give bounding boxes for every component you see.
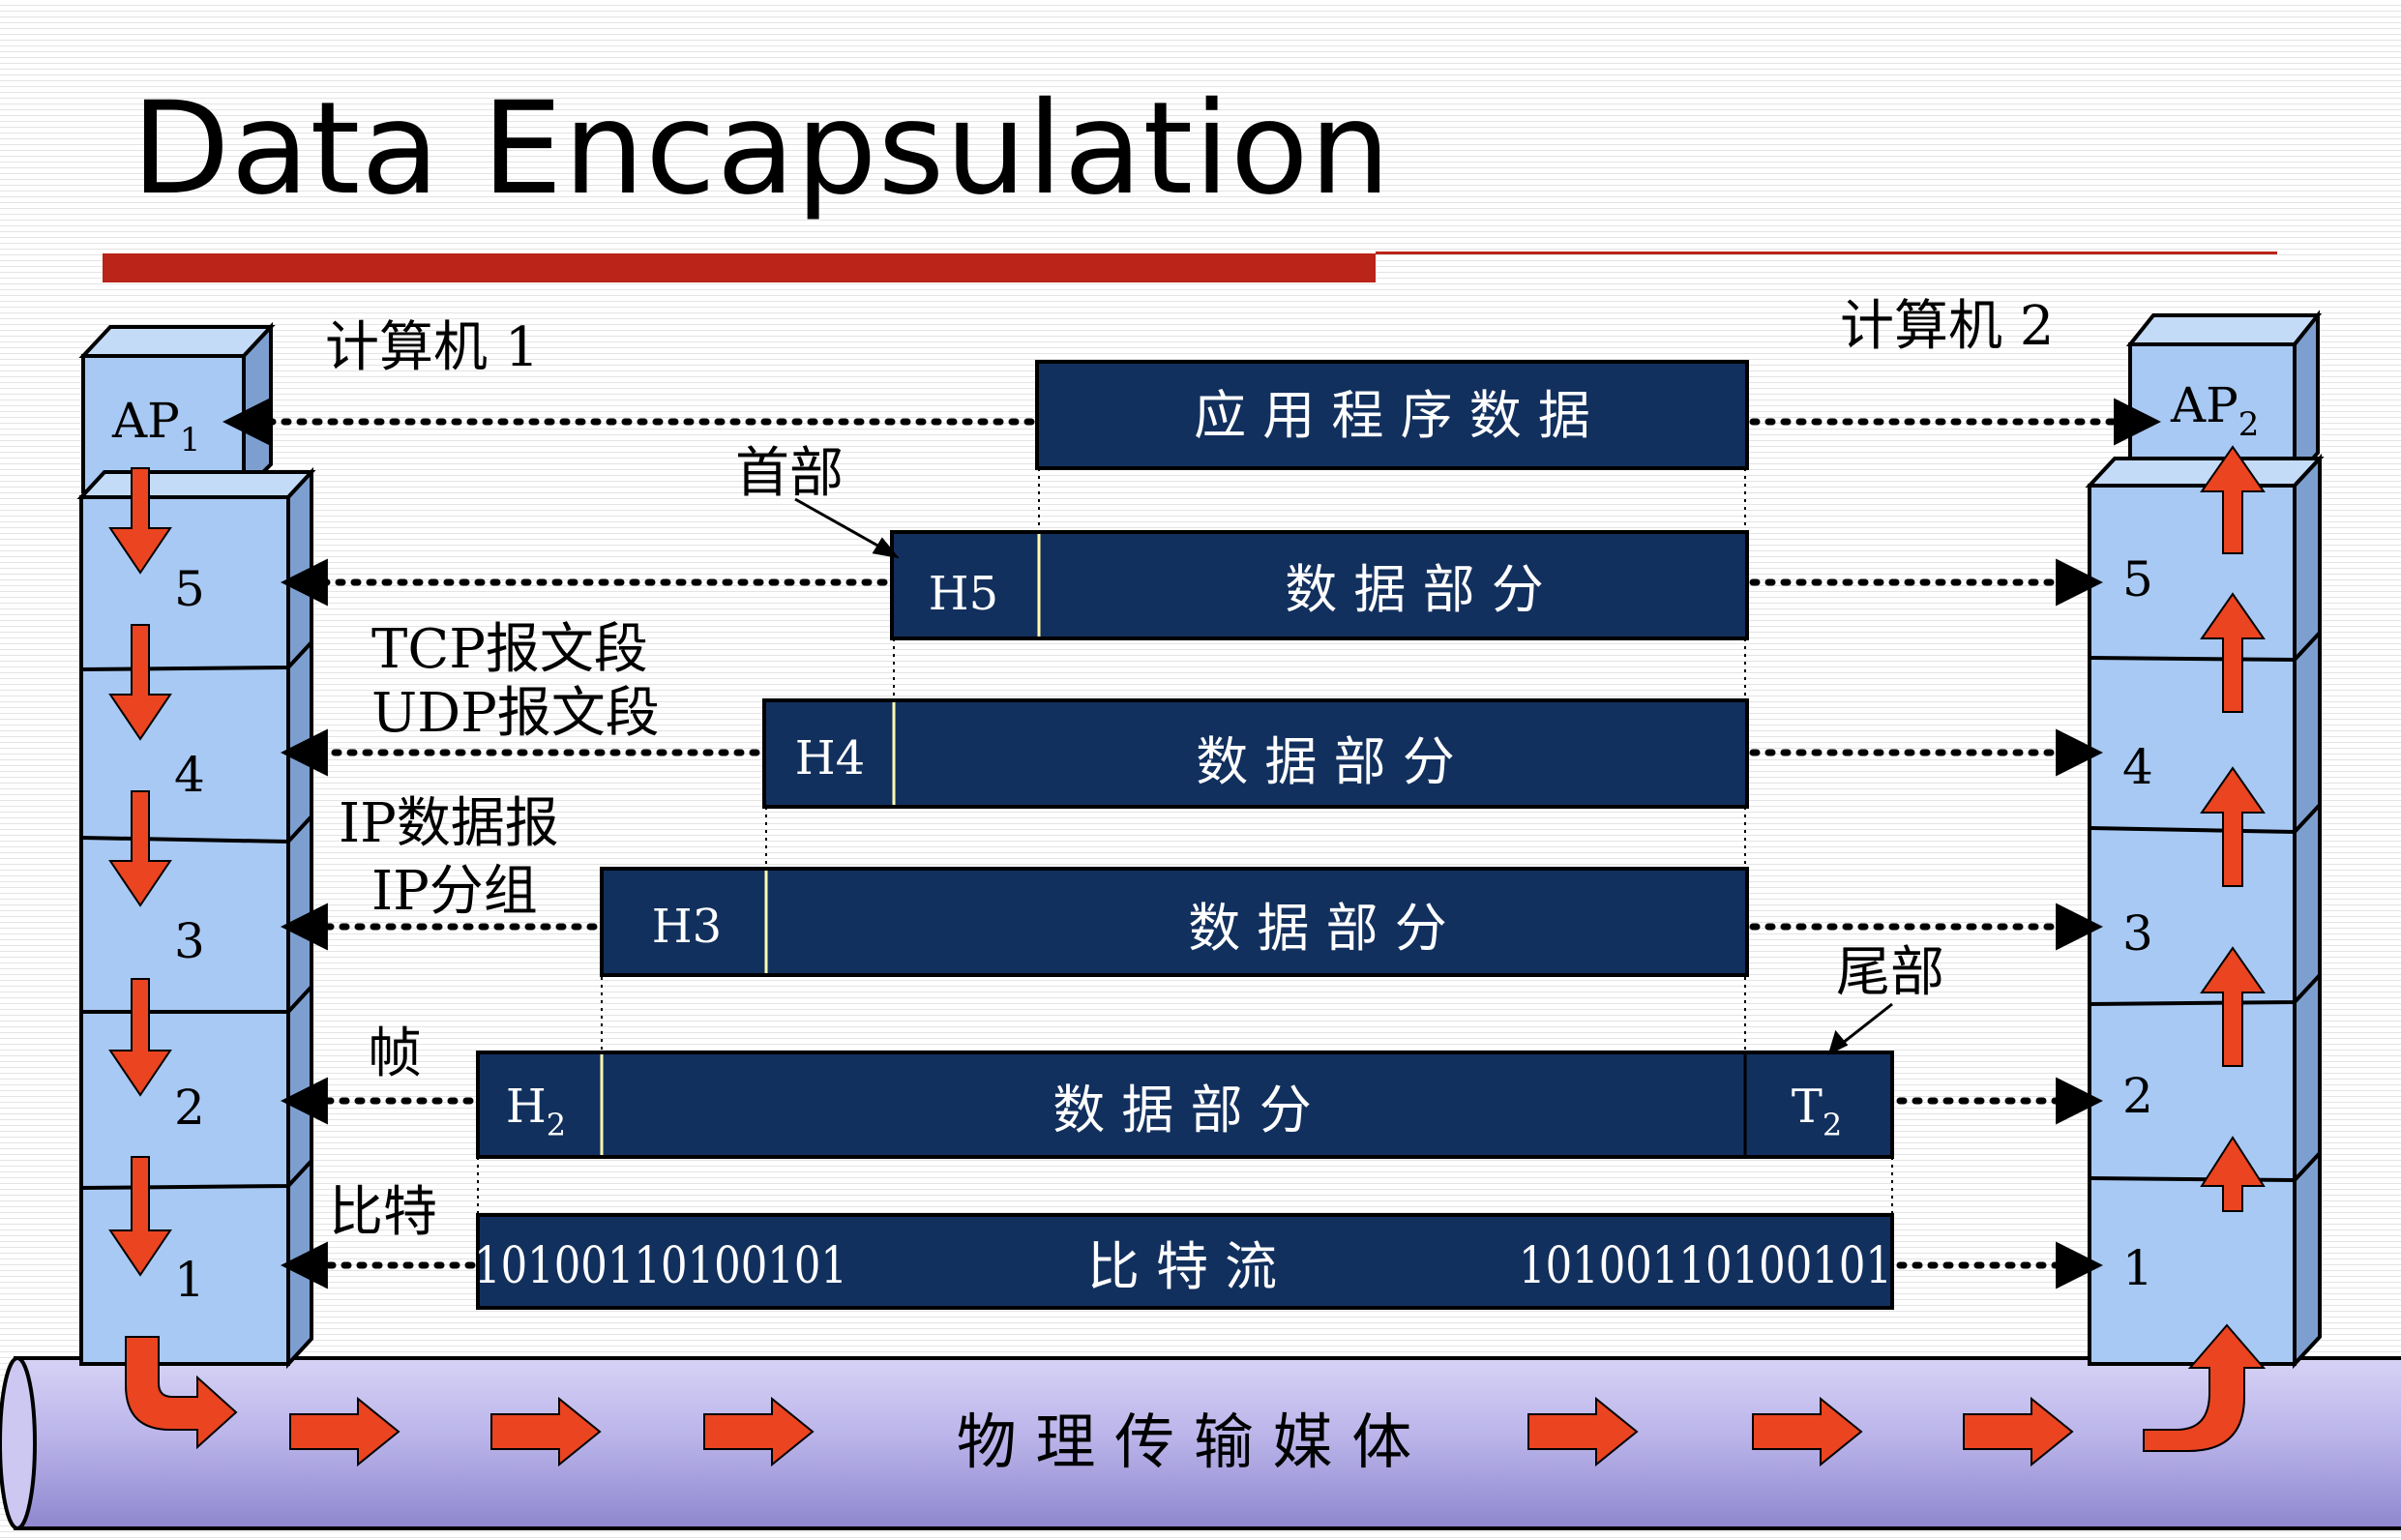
curved-arrow-icon [2143,1323,2267,1452]
up-arrow-icon [2200,445,2266,554]
app-data-label: 应 用 程 序 数 据 [1194,385,1590,446]
tcp-segment-label: TCP报文段 [371,618,648,681]
right-arrow-icon [289,1396,400,1467]
page-title: Data Encapsulation [132,74,1392,223]
medium-label: 物 理 传 输 媒 体 [957,1407,1412,1477]
title-rule [103,253,1376,282]
label-pointers [794,497,1893,1055]
bit-label: 比特 [329,1181,437,1244]
right-arrow-icon [490,1396,602,1467]
left-layer-4: 4 [174,747,205,803]
bits-left-label: 10100110100101 [474,1237,847,1295]
up-arrow-icon [2200,1136,2266,1212]
left-layer-3: 3 [174,913,205,969]
packet-app-data: 应 用 程 序 数 据 [1035,360,1749,470]
packet-l3: H3 数 据 部 分 [600,867,1749,977]
frame-label: 帧 [368,1022,422,1085]
h5-label: H5 [929,567,998,621]
title-rule-thin [1376,252,2277,254]
alignment-guides [477,468,1893,1215]
down-arrow-icon [108,624,172,741]
trailer-label: 尾部 [1836,941,1944,1004]
curved-arrow-icon [125,1336,238,1450]
computer-1-stack [76,321,316,1370]
down-arrow-icon [108,790,172,907]
left-layer-2: 2 [174,1080,205,1136]
up-arrow-icon [2200,592,2266,713]
right-arrow-icon [703,1396,815,1467]
h3-label: H3 [652,900,722,954]
l3-body-label: 数 据 部 分 [1188,898,1447,959]
ap2-label: AP2 [2170,377,2259,444]
right-arrow-icon [1752,1396,1863,1467]
down-arrows [108,467,172,1277]
down-arrow-icon [108,1156,172,1277]
right-layer-3: 3 [2122,905,2153,962]
packet-l2-frame: H2 数 据 部 分 T2 [476,1051,1894,1159]
computer-2-stack [2085,310,2325,1370]
up-arrow-icon [2200,766,2266,887]
medium-arrows [125,1323,2267,1467]
right-arrow-icon [1963,1396,2074,1467]
t2-label: T2 [1792,1080,1842,1143]
left-layer-5: 5 [174,561,205,617]
right-layer-1: 1 [2122,1240,2153,1296]
l1-body-label: 比 特 流 [1087,1236,1277,1297]
computer-2-label: 计算机 2 [1840,295,2054,358]
l4-body-label: 数 据 部 分 [1196,731,1455,792]
down-arrow-icon [108,978,172,1097]
h2-label: H2 [506,1080,566,1143]
ap1-label: AP1 [111,393,200,459]
l2-body-label: 数 据 部 分 [1052,1080,1312,1140]
down-arrow-icon [108,467,172,575]
bits-right-label: 10100110100101 [1519,1237,1892,1295]
peer-arrows [222,398,2162,1289]
right-layer-5: 5 [2122,551,2153,607]
up-arrows [2200,445,2266,1212]
packet-l1-bits: 10100110100101 比 特 流 10100110100101 [474,1213,1894,1310]
header-label: 首部 [735,442,844,505]
packet-l4: H4 数 据 部 分 [762,698,1749,809]
up-arrow-icon [2200,946,2266,1067]
computer-1-label: 计算机 1 [325,316,539,379]
udp-segment-label: UDP报文段 [371,682,660,745]
right-arrow-icon [1527,1396,1639,1467]
packet-l5: H5 数 据 部 分 [890,530,1749,640]
right-layer-4: 4 [2122,739,2153,795]
ip-datagram-label: IP数据报 [339,792,559,855]
right-layer-2: 2 [2122,1068,2153,1124]
h4-label: H4 [795,731,865,785]
left-layer-1: 1 [174,1252,205,1308]
ip-packet-label: IP分组 [371,860,538,923]
l5-body-label: 数 据 部 分 [1285,559,1544,620]
